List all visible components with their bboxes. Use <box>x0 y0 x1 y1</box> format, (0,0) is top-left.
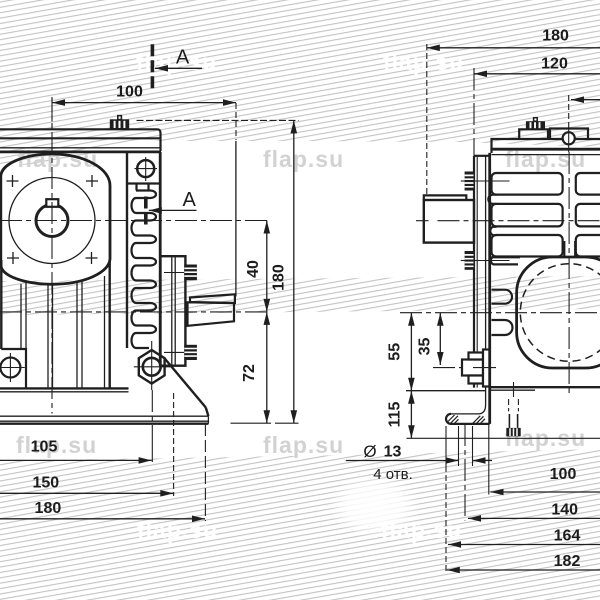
svg-text:180: 180 <box>271 264 288 291</box>
svg-text:150: 150 <box>32 475 59 492</box>
svg-text:180: 180 <box>542 28 569 45</box>
svg-text:flap.su: flap.su <box>381 517 462 543</box>
svg-text:13: 13 <box>384 444 402 461</box>
svg-text:105: 105 <box>31 439 58 456</box>
svg-text:115: 115 <box>387 401 404 427</box>
svg-text:100: 100 <box>550 466 577 483</box>
svg-text:A: A <box>176 47 190 69</box>
svg-text:flap.su: flap.su <box>383 49 464 75</box>
svg-text:40: 40 <box>245 260 262 278</box>
svg-text:182: 182 <box>554 553 581 570</box>
svg-text:A: A <box>183 189 197 211</box>
svg-text:140: 140 <box>551 502 578 519</box>
svg-text:180: 180 <box>35 500 62 517</box>
svg-text:164: 164 <box>554 528 581 545</box>
svg-text:Ø: Ø <box>363 442 376 461</box>
svg-text:100: 100 <box>116 84 143 101</box>
svg-text:72: 72 <box>241 364 258 382</box>
svg-text:flap.su: flap.su <box>263 146 344 172</box>
svg-text:4 отв.: 4 отв. <box>373 466 413 483</box>
svg-text:35: 35 <box>417 338 434 356</box>
svg-text:120: 120 <box>541 56 568 73</box>
svg-text:flap.su: flap.su <box>16 432 97 458</box>
svg-text:flap.su: flap.su <box>263 432 344 458</box>
svg-text:flap.su: flap.su <box>137 517 218 543</box>
svg-text:flap.su: flap.su <box>136 49 217 75</box>
svg-text:55: 55 <box>387 343 404 361</box>
